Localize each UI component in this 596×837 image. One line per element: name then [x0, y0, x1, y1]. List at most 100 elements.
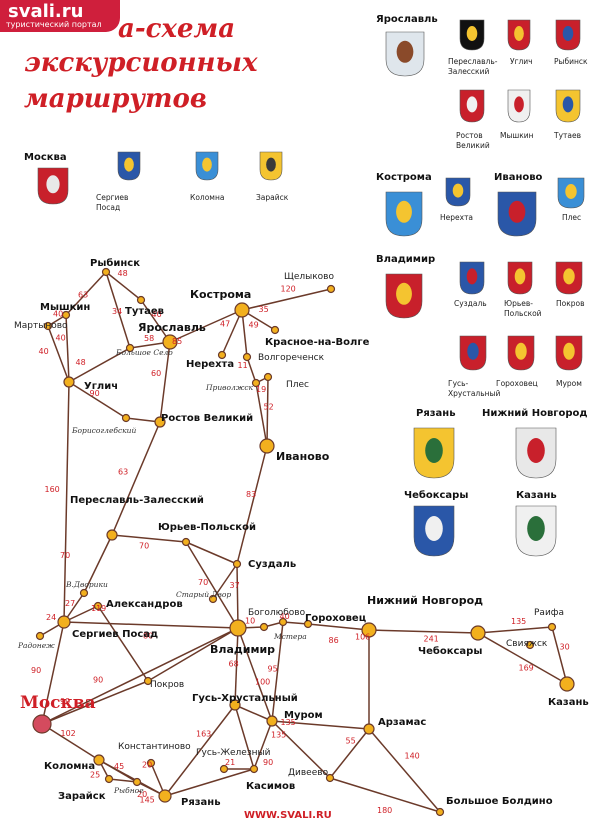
- city-node-murom[interactable]: [266, 715, 278, 727]
- city-node-rostov[interactable]: [154, 416, 166, 428]
- city-label-yaroslavl[interactable]: Ярославль: [138, 321, 206, 334]
- city-label-myshkin[interactable]: Мышкин: [40, 302, 90, 313]
- city-node-rybinsk[interactable]: [101, 267, 111, 277]
- city-label-arzamas[interactable]: Арзамас: [378, 717, 426, 728]
- city-node-sergiev[interactable]: [57, 615, 71, 629]
- coat-of-arms-yuryev[interactable]: Юрьев-Польской: [504, 261, 542, 318]
- city-label-murom[interactable]: Муром: [284, 710, 323, 721]
- city-label-ples[interactable]: Плес: [286, 380, 309, 390]
- city-node-pokrov[interactable]: [143, 676, 153, 686]
- city-label-uglich[interactable]: Углич: [84, 381, 118, 392]
- city-label-pereslavl[interactable]: Переславль-Залесский: [70, 495, 204, 506]
- city-label-yuryev[interactable]: Юрьев-Польской: [158, 522, 256, 533]
- city-label-kolomna[interactable]: Коломна: [44, 761, 95, 772]
- city-node-ryazan[interactable]: [158, 789, 172, 803]
- city-node-konst[interactable]: [146, 758, 156, 768]
- city-node-zaraysk[interactable]: [104, 774, 114, 784]
- city-node-vladimir[interactable]: [229, 619, 247, 637]
- coat-of-arms-moscow[interactable]: Москва: [24, 152, 69, 205]
- city-node-kazan[interactable]: [559, 676, 575, 692]
- coat-of-arms-nerekhta[interactable]: Нерехта: [440, 177, 473, 222]
- city-node-kasimov[interactable]: [249, 764, 259, 774]
- city-label-shchelykovo[interactable]: Щелыково: [284, 272, 334, 282]
- city-label-suzdal[interactable]: Суздаль: [248, 559, 296, 570]
- city-label-kazan[interactable]: Казань: [548, 697, 589, 708]
- city-label-martynovo[interactable]: Мартыново: [14, 321, 68, 331]
- city-node-kolomna[interactable]: [93, 754, 105, 766]
- city-node-gusz[interactable]: [219, 764, 229, 774]
- coat-of-arms-suzdal[interactable]: Суздаль: [454, 261, 487, 308]
- city-node-cheboksary[interactable]: [470, 625, 486, 641]
- coat-of-arms-gus[interactable]: Гусь-Хрустальный: [448, 335, 500, 398]
- coat-of-arms-kostroma[interactable]: Кострома: [376, 172, 432, 237]
- coat-of-arms-zaraysk[interactable]: Зарайск: [256, 151, 289, 202]
- city-label-kostroma[interactable]: Кострома: [190, 288, 251, 301]
- city-node-sviyazhsk[interactable]: [525, 640, 535, 650]
- city-node-gus[interactable]: [229, 699, 241, 711]
- city-node-radonezh[interactable]: [35, 631, 45, 641]
- city-node-ivanovo[interactable]: [259, 438, 275, 454]
- city-label-diveevo[interactable]: Дивеево: [288, 768, 329, 778]
- city-label-tutaev[interactable]: Тутаев: [125, 306, 164, 317]
- city-label-rybinsk[interactable]: Рыбинск: [90, 257, 140, 269]
- city-node-starydvor[interactable]: [208, 594, 218, 604]
- city-node-uglich[interactable]: [63, 376, 75, 388]
- coat-of-arms-tutaev[interactable]: Тутаев: [553, 89, 581, 140]
- city-node-volgorechensk[interactable]: [242, 352, 252, 362]
- city-label-nerekhta[interactable]: Нерехта: [186, 359, 234, 370]
- city-node-bogolyubovo[interactable]: [259, 622, 269, 632]
- coat-of-arms-rybinsk[interactable]: Рыбинск: [554, 19, 588, 66]
- coat-of-arms-pokrov[interactable]: Покров: [555, 261, 585, 308]
- city-node-aleksandrov[interactable]: [93, 601, 103, 611]
- coat-of-arms-gorokhovets[interactable]: Гороховец: [496, 335, 538, 388]
- coat-of-arms-yaroslavl[interactable]: Ярославль: [376, 14, 438, 77]
- city-node-moscow[interactable]: [32, 714, 52, 734]
- city-node-diveevo[interactable]: [325, 773, 335, 783]
- city-label-cheboksary[interactable]: Чебоксары: [418, 645, 482, 657]
- city-node-martynovo[interactable]: [43, 321, 53, 331]
- coat-of-arms-vladimir[interactable]: Владимир: [376, 254, 435, 319]
- city-node-krasnoe[interactable]: [270, 325, 280, 335]
- city-label-ryazan[interactable]: Рязань: [181, 797, 221, 808]
- coat-of-arms-myshkin[interactable]: Мышкин: [500, 89, 534, 140]
- city-label-zaraysk[interactable]: Зарайск: [58, 791, 106, 802]
- coat-of-arms-ryazan[interactable]: Рязань: [413, 408, 456, 479]
- coat-of-arms-ivanovo[interactable]: Иваново: [494, 172, 543, 237]
- city-label-pokrov[interactable]: Покров: [150, 680, 184, 690]
- coat-of-arms-nnovgorod[interactable]: Нижний Новгород: [482, 408, 588, 479]
- city-label-rostov[interactable]: Ростов Великий: [161, 413, 253, 424]
- city-node-kostroma[interactable]: [234, 302, 250, 318]
- site-logo[interactable]: svali.ru туристический портал: [0, 0, 120, 32]
- city-node-mstera[interactable]: [278, 617, 288, 627]
- city-node-yuryev[interactable]: [181, 537, 191, 547]
- coat-of-arms-cheboksary[interactable]: Чебоксары: [404, 489, 468, 557]
- coat-of-arms-kazan[interactable]: Казань: [515, 490, 557, 557]
- city-node-gorokhovets[interactable]: [303, 619, 313, 629]
- city-node-vdvoriki[interactable]: [79, 588, 89, 598]
- city-label-ivanovo[interactable]: Иваново: [276, 450, 330, 463]
- city-label-volgorechensk[interactable]: Волгореченск: [258, 353, 325, 363]
- city-label-moscow[interactable]: Москва: [20, 693, 96, 713]
- city-node-suzdal[interactable]: [232, 559, 242, 569]
- city-node-yaroslavl[interactable]: [162, 334, 178, 350]
- coat-of-arms-murom[interactable]: Муром: [555, 335, 583, 388]
- city-node-pereslavl[interactable]: [106, 529, 118, 541]
- city-node-nerekhta[interactable]: [217, 350, 227, 360]
- city-label-nnovgorod[interactable]: Нижний Новгород: [367, 594, 483, 607]
- city-node-shchelykovo[interactable]: [326, 284, 336, 294]
- city-label-sviyazhsk[interactable]: Свияжск: [506, 639, 548, 649]
- city-node-tutaev[interactable]: [136, 295, 146, 305]
- city-node-ples[interactable]: [263, 372, 273, 382]
- city-label-vladimir[interactable]: Владимир: [210, 643, 275, 656]
- city-node-rybnoe[interactable]: [132, 777, 142, 787]
- city-node-arzamas[interactable]: [363, 723, 375, 735]
- city-label-gus[interactable]: Гусь-Хрустальный: [192, 693, 298, 704]
- city-node-privolzhsk[interactable]: [251, 378, 261, 388]
- city-label-gorokhovets[interactable]: Гороховец: [305, 613, 366, 624]
- city-label-raifa[interactable]: Раифа: [534, 608, 564, 618]
- city-node-bs[interactable]: [125, 343, 135, 353]
- coat-of-arms-uglich[interactable]: Углич: [507, 19, 533, 66]
- city-node-borisogleb[interactable]: [121, 413, 131, 423]
